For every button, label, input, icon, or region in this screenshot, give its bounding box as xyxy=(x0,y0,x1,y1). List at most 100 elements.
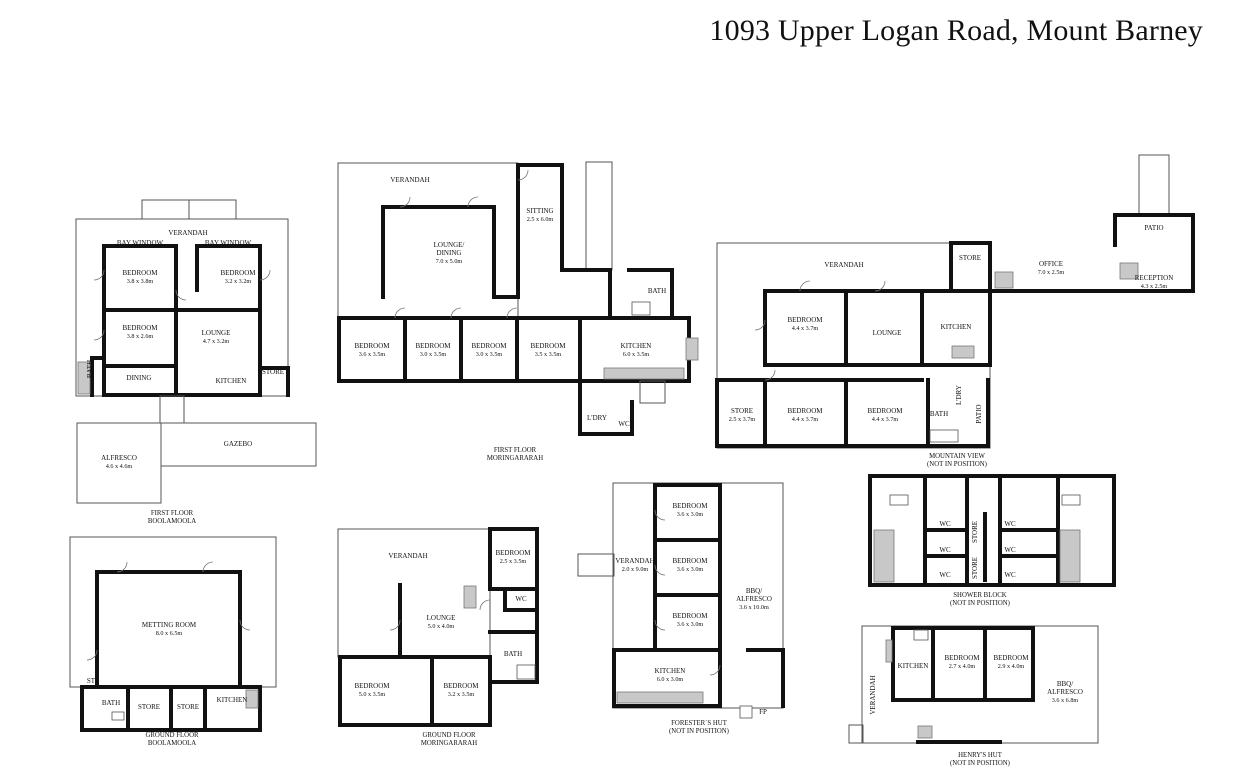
room-label-sb-wc-1: WC xyxy=(939,520,951,528)
room-name: BATH xyxy=(102,699,120,707)
room-name: BATH xyxy=(504,650,522,658)
room-name: OFFICE xyxy=(1039,260,1063,268)
room-name: BBQ/ xyxy=(1057,680,1073,688)
room-name: STORE xyxy=(262,368,284,376)
room-name: KITCHEN xyxy=(941,323,972,331)
room-name: BEDROOM xyxy=(122,324,158,332)
room-label-bg-store-2: STORE xyxy=(177,703,199,711)
room-dim: 4.4 x 3.7m xyxy=(792,416,819,423)
room-name: LOUNGE xyxy=(202,329,231,337)
room-dim: 6.0 x 3.0m xyxy=(657,676,684,683)
room-name: STORE xyxy=(138,703,160,711)
room-dim: 5.0 x 4.0m xyxy=(428,623,455,630)
moringararah-first-floor-plan xyxy=(337,161,699,436)
room-name: STORE xyxy=(971,557,979,579)
room-name: GAZEBO xyxy=(224,440,252,448)
room-label-bg-store-1: STORE xyxy=(138,703,160,711)
gazebo-outline xyxy=(160,422,317,467)
room-label-sb-wc-3: WC xyxy=(939,571,951,579)
room-name: DINING xyxy=(127,374,152,382)
shower-block-plan xyxy=(868,474,1116,587)
room-label-bf-verandah: VERANDAH xyxy=(168,229,207,237)
room-label-bg-st: ST xyxy=(87,677,96,685)
room-dim: 7.0 x 5.0m xyxy=(436,258,463,265)
room-label-bf-gazebo: GAZEBO xyxy=(224,440,252,448)
room-label-sb-store-2: STORE xyxy=(971,557,979,579)
room-label-mf-bath: BATH xyxy=(648,287,666,295)
caption-moringararah-ground-line-2: MORINGARARAH xyxy=(421,740,477,747)
room-name: ALFRESCO xyxy=(101,454,137,462)
room-name: LOUNGE/ xyxy=(434,241,465,249)
page-title: 1093 Upper Logan Road, Mount Barney xyxy=(709,14,1203,47)
room-dim: 3.0 x 3.5m xyxy=(476,351,503,358)
caption-boolamoola-first-line-2: BOOLAMOOLA xyxy=(148,518,196,525)
room-name: BEDROOM xyxy=(443,682,479,690)
room-name: BEDROOM xyxy=(787,407,823,415)
stair xyxy=(848,724,864,744)
room-name: BEDROOM xyxy=(993,654,1029,662)
room-name: VERANDAH xyxy=(168,229,207,237)
room-dim: 3.5 x 3.5m xyxy=(535,351,562,358)
room-label-mv-lounge: LOUNGE xyxy=(873,329,902,337)
room-dim: 4.4 x 3.7m xyxy=(792,325,819,332)
room-name: BEDROOM xyxy=(944,654,980,662)
mountain-view-plan xyxy=(715,154,1195,449)
room-name: VERANDAH xyxy=(388,552,427,560)
room-name: BEDROOM xyxy=(220,269,256,277)
room-name2: DINING xyxy=(437,249,462,257)
room-dim: 3.8 x 2.6m xyxy=(127,333,154,340)
room-name: STORE xyxy=(959,254,981,262)
boolamoola-first-floor-plan xyxy=(75,199,317,504)
room-name: WC xyxy=(1004,571,1016,579)
room-label-mf-ldry: L'DRY xyxy=(587,414,607,422)
room-label-sb-wc-4: WC xyxy=(1004,520,1016,528)
caption-boolamoola-first-line-1: FIRST FLOOR xyxy=(151,510,194,517)
room-name: L'DRY xyxy=(955,385,963,405)
room-name: ST xyxy=(87,677,96,685)
room-dim: 2.7 x 4.0m xyxy=(949,663,976,670)
room-dim: 7.0 x 2.5m xyxy=(1038,269,1065,276)
room-dim: 3.6 x 3.0m xyxy=(677,566,704,573)
room-name: BBQ/ xyxy=(746,587,762,595)
room-label-fh-fp: FP xyxy=(759,708,767,716)
room-dim: 2.5 x 6.0m xyxy=(527,216,554,223)
room-dim: 3.6 x 10.0m xyxy=(739,604,769,611)
room-dim: 6.0 x 3.5m xyxy=(623,351,650,358)
room-name: BEDROOM xyxy=(415,342,451,350)
caption-mountain-view-line-1: MOUNTAIN VIEW xyxy=(929,453,985,460)
room-name: KITCHEN xyxy=(655,667,686,675)
room-name: RECEPTION xyxy=(1135,274,1174,282)
room-name: BATH xyxy=(86,360,94,378)
room-dim: 4.6 x 4.6m xyxy=(106,463,133,470)
steps-2 xyxy=(639,380,666,404)
room-dim: 3.6 x 3.0m xyxy=(677,511,704,518)
room-label-bf-dining: DINING xyxy=(127,374,152,382)
room-name: STORE xyxy=(731,407,753,415)
room-name: BEDROOM xyxy=(787,316,823,324)
room-label-mf-verandah: VERANDAH xyxy=(390,176,429,184)
room-dim: 8.0 x 6.5m xyxy=(156,630,183,637)
room-label-mv-kitchen: KITCHEN xyxy=(941,323,972,331)
room-label-sb-wc-5: WC xyxy=(1004,546,1016,554)
room-name: KITCHEN xyxy=(621,342,652,350)
steps xyxy=(159,395,185,424)
